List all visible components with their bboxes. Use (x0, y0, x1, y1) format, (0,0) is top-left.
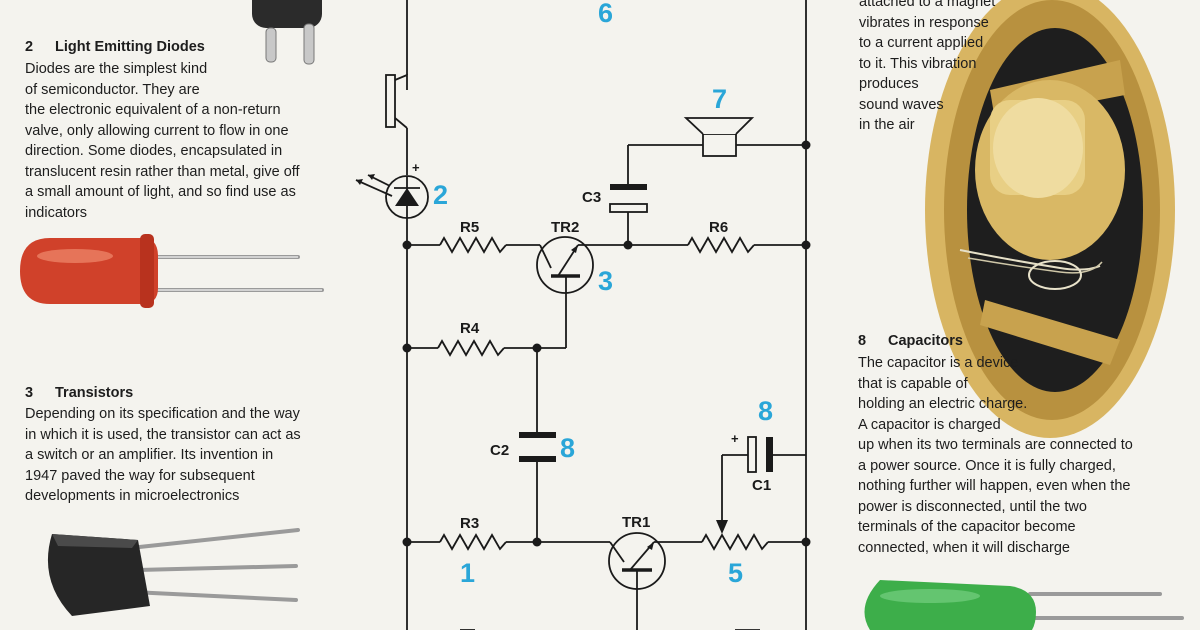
led-body: Diodes are the simplest kind of semicond… (25, 59, 300, 223)
r3-resistor (439, 533, 507, 551)
transistors-heading: 3 Transistors (25, 385, 133, 401)
speaker-body-line: sound waves (859, 96, 944, 113)
callout-2: 2 (433, 180, 448, 210)
callout-8-c2: 8 (560, 433, 575, 463)
led-body-line: Diodes are the simplest kind (25, 61, 208, 77)
led-heading-number: 2 (25, 39, 34, 55)
push-switch-symbol (385, 73, 408, 129)
label-c1: C1 (752, 477, 771, 494)
speaker-body-line: to a current applied (859, 35, 984, 51)
transistors-heading-number: 3 (25, 385, 34, 401)
junction-dots (402, 140, 811, 547)
r6-resistor (687, 236, 755, 254)
speaker-body-line: in the air (859, 117, 915, 133)
label-r4: R4 (460, 320, 480, 337)
led-heading-title: Light Emitting Diodes (55, 39, 205, 55)
c2-plate-a (519, 432, 556, 438)
label-c2: C2 (490, 442, 509, 459)
capacitors-body: The capacitor is a device that is capabl… (858, 353, 1133, 558)
connector-illustration (252, 0, 322, 65)
speaker-body-line: vibrates in response (859, 14, 989, 31)
capacitors-heading: 8 Capacitors (858, 333, 963, 349)
capacitors-body-line: power is disconnected, until the two (858, 498, 1087, 515)
capacitors-body-line: The capacitor is a device (858, 355, 1019, 371)
transistors-heading-title: Transistors (55, 385, 134, 401)
capacitors-body-line: that is capable of (858, 375, 968, 392)
r5-resistor (439, 236, 507, 254)
callout-6: 6 (598, 0, 613, 28)
led-body-line: of semiconductor. They are (25, 81, 200, 98)
capacitors-heading-title: Capacitors (888, 333, 963, 349)
led-heading: 2 Light Emitting Diodes (25, 39, 205, 55)
c2-plate-b (519, 456, 556, 462)
label-tr2: TR2 (551, 219, 579, 236)
speaker-illustration (925, 0, 1175, 438)
speaker-body-line: attached to a magnet (859, 0, 996, 10)
r4-resistor (437, 339, 505, 357)
transistors-body-line: Depending on its specification and the w… (25, 406, 300, 422)
capacitor-illustration (864, 580, 1184, 630)
led-illustration (20, 234, 324, 308)
led-body-line: a small amount of light, and so find use… (25, 184, 296, 200)
capacitors-body-line: terminals of the capacitor become (858, 519, 1076, 535)
speaker-body-line: to it. This vibration (859, 55, 977, 72)
c1-plate-b (766, 437, 773, 472)
label-led-plus: + (412, 160, 420, 175)
led-symbol (355, 174, 429, 219)
led-body-line: direction. Some diodes, encapsulated in (25, 143, 283, 159)
speaker-body-line: produces (859, 76, 919, 92)
transistors-body-line: a switch or an amplifier. Its invention … (25, 447, 274, 463)
transistors-body: Depending on its specification and the w… (25, 404, 301, 507)
c1-plate-a (747, 436, 757, 473)
transistors-body-line: in which it is used, the transistor can … (25, 426, 301, 443)
led-body-line: the electronic equivalent of a non-retur… (25, 102, 281, 118)
label-c3: C3 (582, 189, 601, 206)
capacitors-body-line: holding an electric charge. (858, 396, 1028, 412)
speaker-symbol (628, 117, 806, 157)
transistors-body-line: 1947 paved the way for subsequent (25, 467, 255, 484)
led-body-line: translucent resin rather than metal, giv… (25, 163, 300, 180)
label-c1-plus: + (731, 431, 739, 446)
label-r5: R5 (460, 219, 479, 236)
capacitors-body-line: a power source. Once it is fully charged… (858, 457, 1116, 474)
led-body-line: valve, only allowing current to flow in … (25, 122, 289, 139)
callout-7: 7 (712, 84, 727, 114)
capacitors-body-line: A capacitor is charged (858, 416, 1001, 433)
led-body-line: indicators (25, 204, 88, 221)
callout-5: 5 (728, 558, 743, 588)
label-r6: R6 (709, 219, 728, 236)
tr2-symbol (536, 236, 594, 294)
c3-plate-b (609, 203, 648, 213)
transistors-body-line: developments in microelectronics (25, 488, 240, 504)
transistor-illustration (47, 528, 300, 616)
speaker-body: attached to a magnet vibrates in respons… (859, 0, 995, 136)
callout-3: 3 (598, 266, 613, 296)
callout-1: 1 (460, 558, 475, 588)
capacitors-body-line: up when its two terminals are connected … (858, 437, 1133, 453)
pot-resistor (701, 533, 769, 551)
callout-8-c1: 8 (758, 396, 773, 426)
label-tr1: TR1 (622, 514, 650, 531)
capacitors-body-line: nothing further will happen, even when t… (858, 478, 1131, 494)
label-r3: R3 (460, 515, 479, 532)
capacitors-body-line: connected, when it will discharge (858, 539, 1070, 556)
c3-plate-a (610, 184, 647, 190)
capacitors-heading-number: 8 (858, 333, 867, 349)
